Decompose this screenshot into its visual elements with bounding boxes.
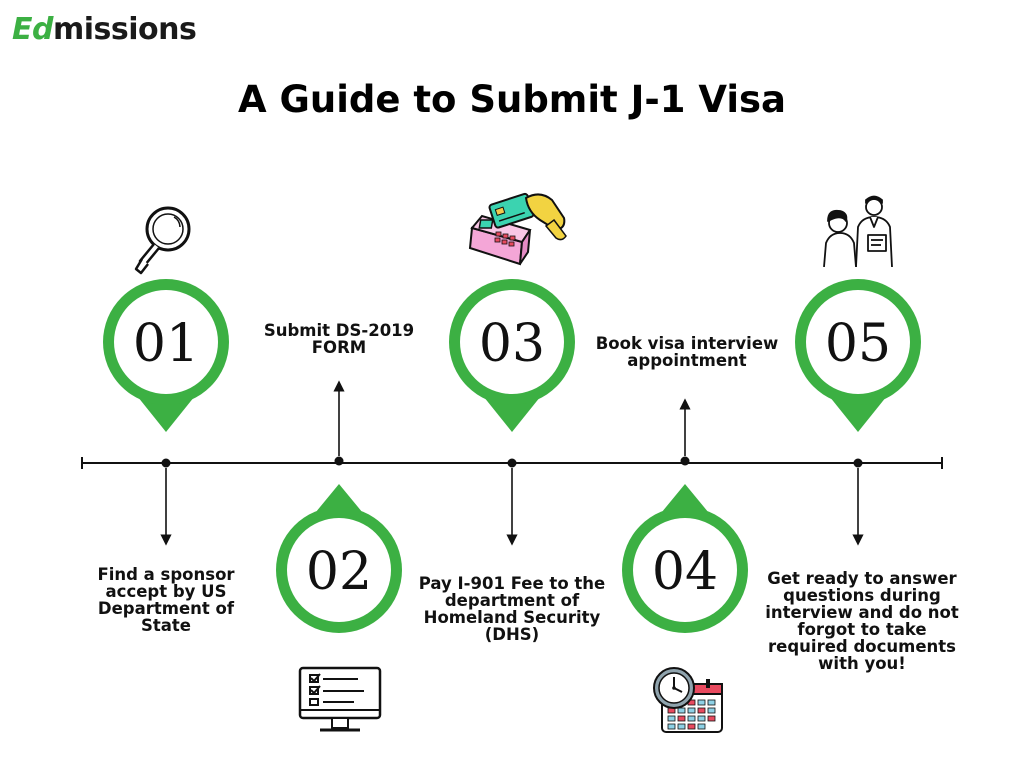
timeline-dot-03 <box>507 458 517 468</box>
step-number-03: 03 <box>479 314 545 374</box>
step-text-03: Pay I-901 Fee to the department of Homel… <box>418 574 606 644</box>
logo-missions: missions <box>52 12 197 47</box>
step-number-01: 01 <box>133 314 199 374</box>
page-title: A Guide to Submit J-1 Visa <box>237 78 787 121</box>
pin-05: 05 <box>795 279 921 432</box>
timeline-dot-01 <box>161 458 171 468</box>
timeline-dot-02 <box>334 456 344 466</box>
step-text-05: Get ready to answer questions during int… <box>765 569 959 673</box>
step-text-01: Find a sponsor accept by US Department o… <box>97 565 235 635</box>
computer-checklist-icon <box>298 666 382 732</box>
edmissions-logo[interactable]: Edmissions <box>12 12 197 47</box>
timeline-dot-04 <box>680 456 690 466</box>
timeline-dot-05 <box>853 458 863 468</box>
clock-calendar-icon <box>653 667 723 733</box>
pin-01: 01 <box>103 279 229 432</box>
pin-03: 03 <box>449 279 575 432</box>
pin-04: 04 <box>622 484 748 633</box>
step-number-02: 02 <box>306 542 372 602</box>
logo-ed: Ed <box>12 12 53 47</box>
card-payment-icon <box>468 192 567 266</box>
step-text-04: Book visa interview appointment <box>595 334 779 370</box>
pin-02: 02 <box>276 484 402 633</box>
interview-people-icon <box>823 195 893 267</box>
step-number-05: 05 <box>825 314 891 374</box>
step-text-02: Submit DS-2019 FORM <box>263 321 415 357</box>
step-number-04: 04 <box>652 542 718 602</box>
magnifying-glass-icon <box>134 206 191 275</box>
